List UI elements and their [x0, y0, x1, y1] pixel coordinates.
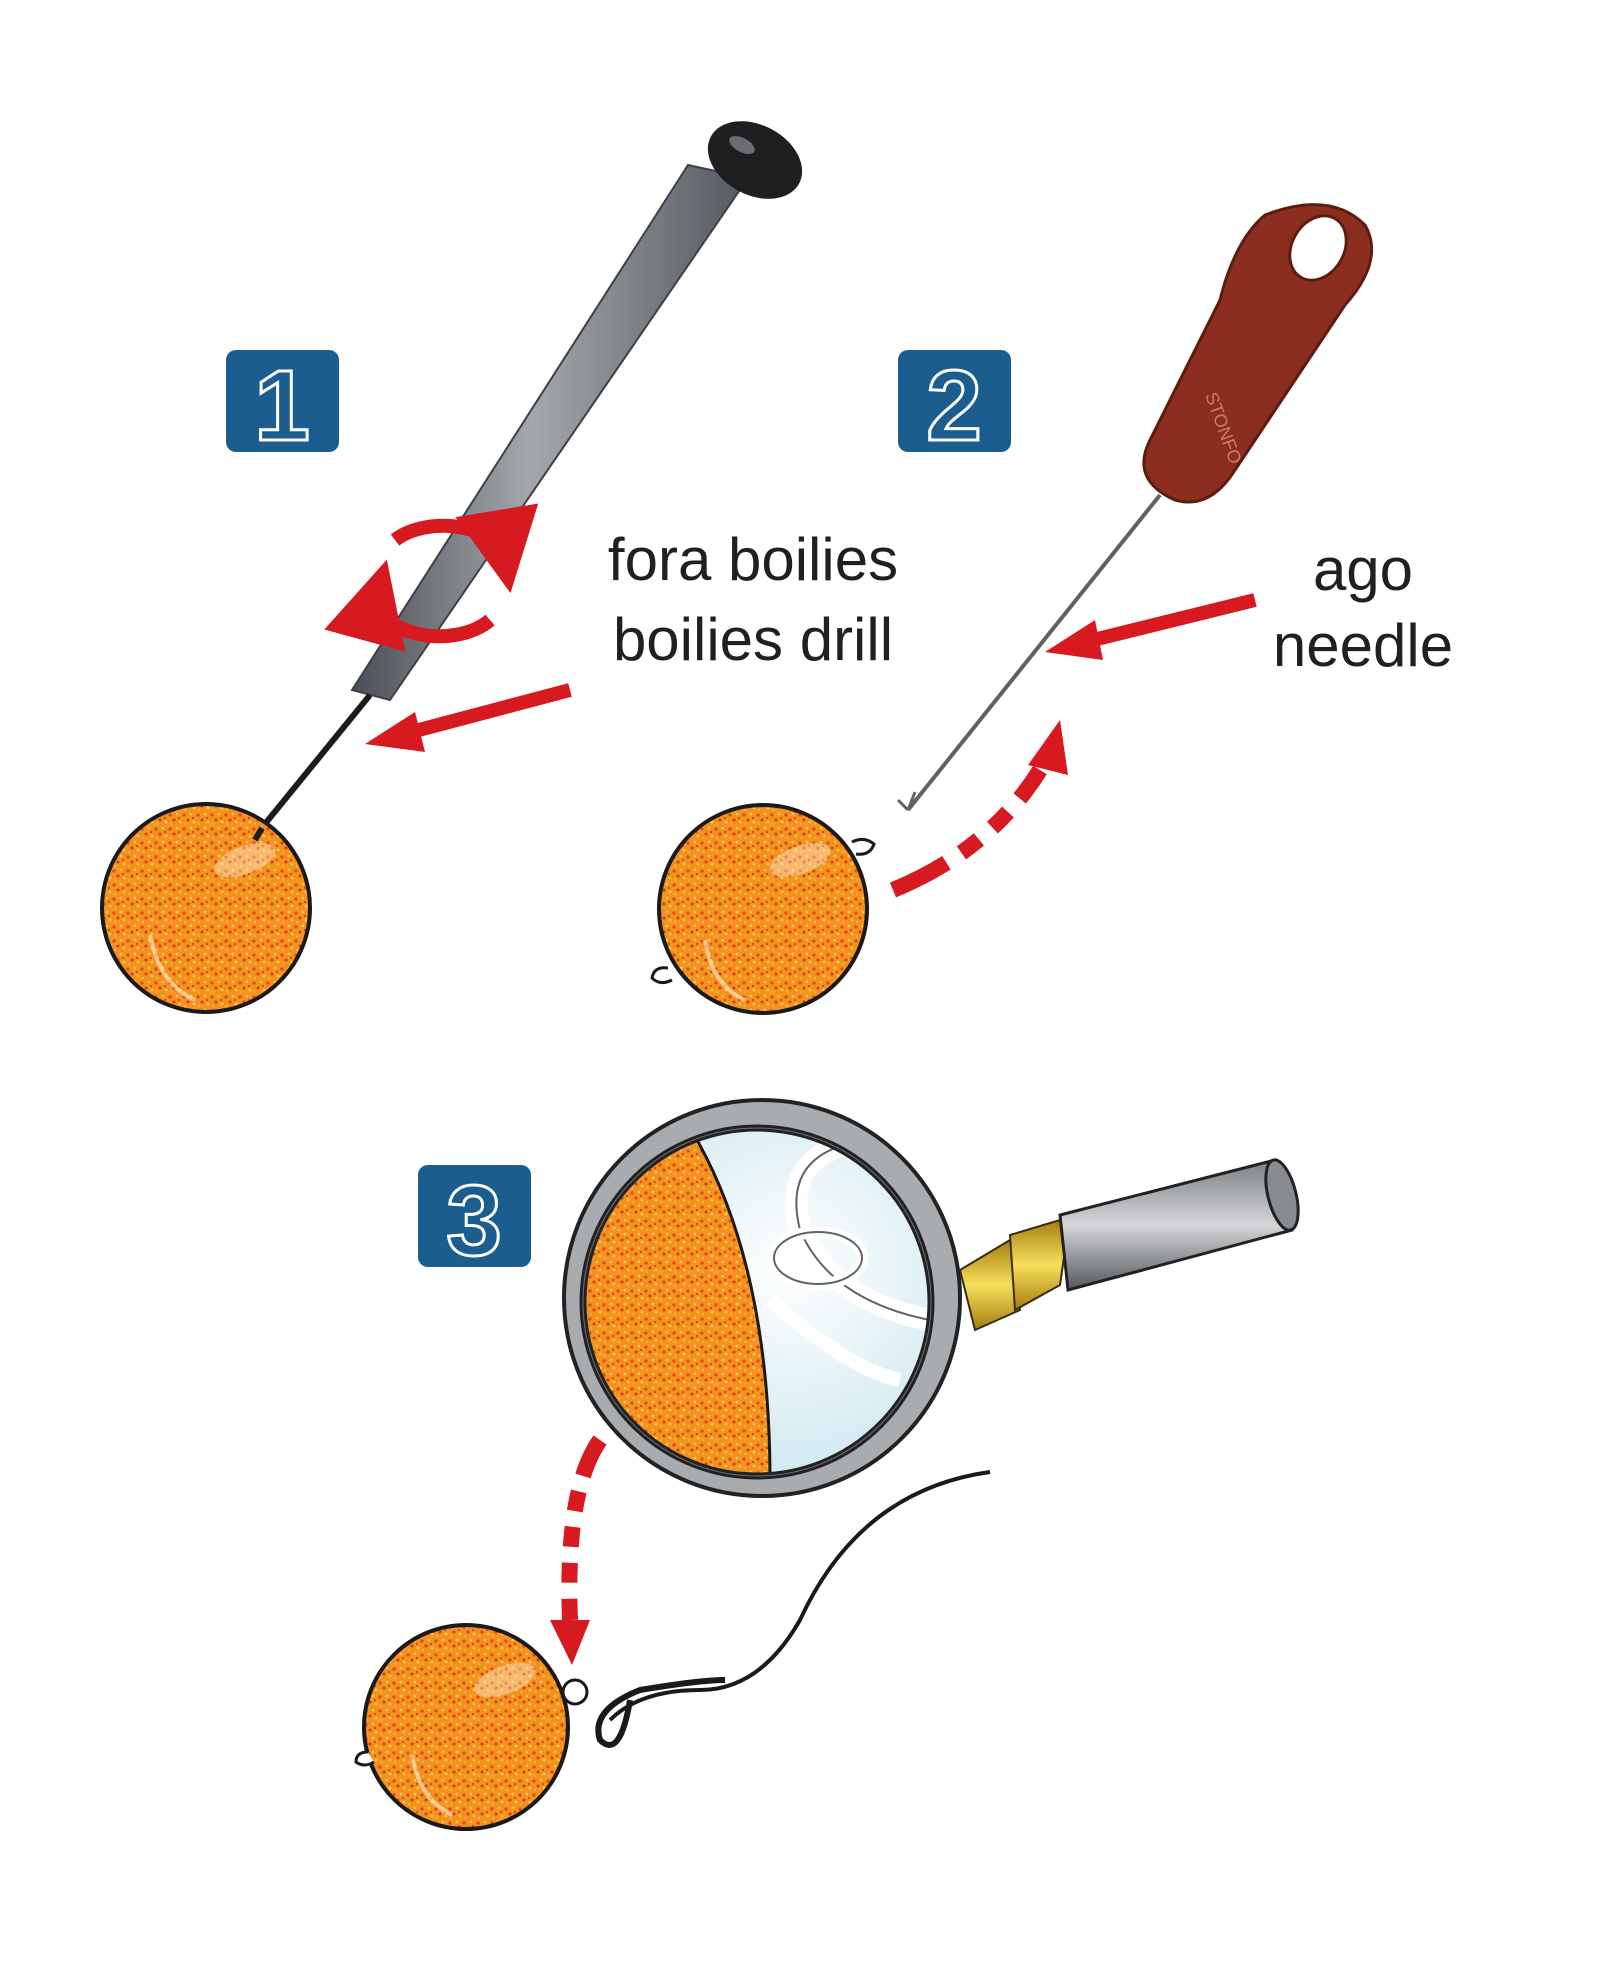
drill-label-line2: boilies drill [613, 606, 893, 673]
hook-rig-icon [561, 1470, 991, 1748]
hair-loop-top [851, 837, 876, 856]
needle-label-line2: needle [1273, 612, 1453, 679]
baiting-needle-icon: STONFO [896, 203, 1374, 812]
boilie-drill-icon [257, 121, 803, 832]
boilie-step-1 [100, 802, 312, 1014]
boilie-step-2 [650, 803, 876, 1015]
needle-pointer-arrow [1045, 593, 1257, 660]
magnifying-glass-icon [562, 1098, 1300, 1498]
hair-loop-bottom [650, 966, 673, 985]
step-number: 2 [926, 350, 982, 462]
drill-pointer-arrow [365, 683, 572, 752]
step-2-badge: 2 [898, 349, 1011, 464]
needle-label-line1: ago [1313, 536, 1413, 603]
hair-loop [354, 1750, 375, 1767]
step-1-badge: 1 [226, 349, 339, 464]
step-number: 3 [446, 1165, 502, 1277]
boilie-step-3 [354, 1623, 570, 1831]
rotation-arrows-icon [324, 503, 539, 652]
drill-label-line1: fora boilies [608, 526, 898, 593]
zoom-arrow [550, 1435, 607, 1665]
needle-label: ago needle [1273, 536, 1453, 679]
threading-arrow [889, 720, 1068, 898]
drill-label: fora boilies boilies drill [608, 526, 898, 673]
step-number: 1 [254, 350, 310, 462]
step-3-badge: 3 [418, 1164, 531, 1279]
